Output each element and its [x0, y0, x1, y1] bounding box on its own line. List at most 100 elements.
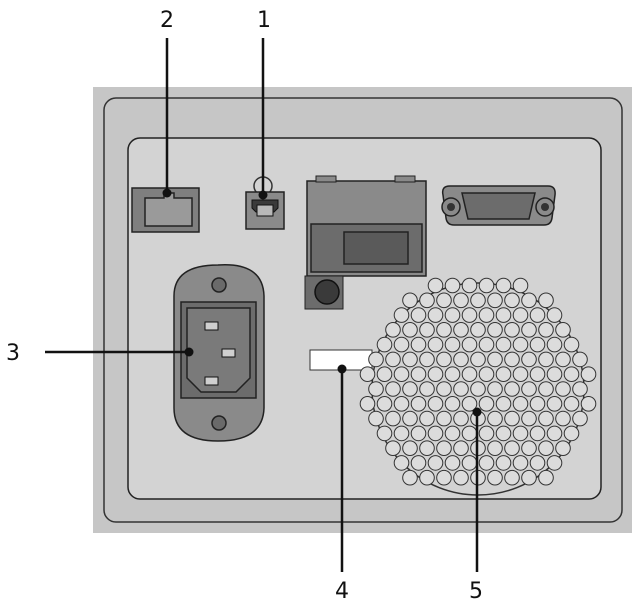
vent-hole — [402, 469, 418, 486]
vent-hole — [478, 366, 495, 383]
vent-hole — [546, 396, 563, 412]
vent-hole — [521, 322, 537, 338]
vent-hole — [427, 396, 444, 412]
vent-hole — [393, 425, 410, 442]
vent-hole — [461, 425, 478, 442]
vent-hole — [529, 455, 546, 471]
callout-4: 4 — [335, 579, 349, 603]
vent-hole — [512, 425, 529, 442]
vent-hole — [529, 336, 546, 353]
vent-hole — [529, 307, 546, 323]
vent-hole — [495, 366, 512, 383]
vent-hole — [402, 440, 418, 457]
vent-hole — [538, 469, 554, 486]
vent-hole — [487, 292, 503, 309]
vent-hole — [427, 455, 444, 471]
leader-dot-3 — [184, 347, 194, 357]
panel-housing-inset — [103, 97, 623, 523]
vent-hole — [529, 366, 546, 383]
vent-hole — [402, 351, 418, 368]
vent-hole — [436, 440, 452, 457]
vent-hole — [572, 410, 588, 427]
leader-dot-1 — [258, 190, 268, 200]
vent-hole — [402, 410, 418, 427]
vent-hole — [453, 322, 469, 338]
vent-hole — [504, 381, 520, 397]
vent-hole — [436, 410, 452, 427]
vent-hole — [419, 381, 435, 397]
vent-hole — [495, 396, 512, 412]
vent-hole — [402, 381, 418, 397]
vent-hole — [529, 425, 546, 442]
vent-hole — [487, 410, 503, 427]
vent-hole — [538, 351, 554, 368]
vent-hole — [478, 307, 495, 323]
vent-hole — [546, 336, 563, 353]
vent-hole — [478, 455, 495, 471]
vent-hole — [402, 292, 418, 309]
vent-hole — [461, 277, 478, 294]
vent-hole — [453, 292, 469, 309]
vent-hole — [521, 381, 537, 397]
callout-5: 5 — [469, 579, 483, 603]
vent-hole — [580, 396, 597, 412]
vent-hole — [538, 381, 554, 397]
vent-hole — [436, 469, 452, 486]
vent-hole — [504, 322, 520, 338]
vent-hole — [368, 351, 384, 368]
vent-hole — [563, 425, 580, 442]
vent-hole — [487, 440, 503, 457]
vent-hole — [521, 440, 537, 457]
vent-hole — [546, 455, 563, 471]
vent-hole — [478, 277, 495, 294]
vent-hole — [572, 381, 588, 397]
dsub-connector — [441, 185, 556, 226]
vent-hole — [436, 381, 452, 397]
vent-hole — [419, 440, 435, 457]
fan-grille — [359, 277, 597, 496]
vent-hole — [495, 307, 512, 323]
vent-hole — [487, 469, 503, 486]
vent-hole — [555, 322, 571, 338]
vent-hole — [563, 336, 580, 353]
vent-hole — [359, 396, 376, 412]
vent-hole — [563, 396, 580, 412]
vent-hole — [461, 455, 478, 471]
vent-hole — [410, 455, 427, 471]
vent-hole — [385, 322, 401, 338]
vent-hole — [410, 425, 427, 442]
vent-hole — [453, 351, 469, 368]
vent-hole — [444, 307, 461, 323]
vent-hole — [512, 366, 529, 383]
vent-hole — [385, 410, 401, 427]
vent-hole — [512, 455, 529, 471]
vent-hole — [376, 396, 393, 412]
vent-hole — [487, 322, 503, 338]
vent-hole — [453, 381, 469, 397]
leader-dot-2 — [162, 188, 172, 198]
vent-hole — [504, 410, 520, 427]
vent-hole — [427, 425, 444, 442]
vent-hole — [461, 307, 478, 323]
vent-hole — [393, 307, 410, 323]
vent-hole — [376, 366, 393, 383]
vent-hole — [495, 336, 512, 353]
vent-hole — [385, 381, 401, 397]
vent-hole — [419, 351, 435, 368]
vent-hole — [444, 336, 461, 353]
leader-lines — [45, 38, 482, 572]
vent-hole — [453, 410, 469, 427]
vent-hole — [444, 396, 461, 412]
vent-hole — [368, 381, 384, 397]
vent-hole — [393, 455, 410, 471]
vent-hole — [359, 366, 376, 383]
vent-hole — [461, 396, 478, 412]
vent-hole — [487, 381, 503, 397]
vent-hole — [529, 396, 546, 412]
vent-hole — [453, 440, 469, 457]
vent-hole — [393, 396, 410, 412]
vent-hole — [444, 455, 461, 471]
vent-hole — [495, 277, 512, 294]
vent-hole — [419, 410, 435, 427]
